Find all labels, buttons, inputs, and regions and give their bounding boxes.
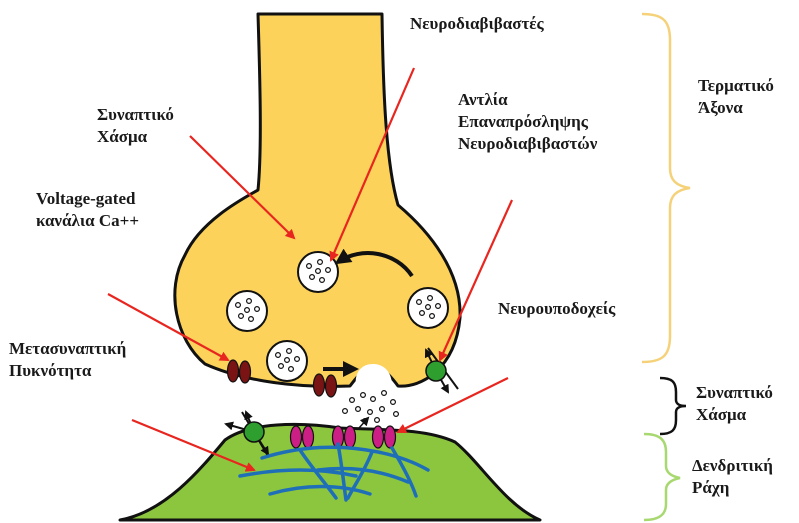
label-ca-channels: Voltage-gated κανάλια Ca++ (36, 188, 139, 232)
label-axon-terminal: Τερματικό Άξονα (698, 75, 774, 119)
label-synaptic-cleft-right: Συναπτικό Χάσμα (696, 382, 773, 426)
released-neurotransmitters (343, 391, 399, 424)
bracket-synaptic-cleft (660, 378, 686, 434)
label-dendritic-spine: Δενδριτική Ράχη (692, 455, 773, 499)
bracket-dendritic-spine (644, 434, 680, 520)
vesicle (227, 291, 267, 331)
axon-terminal-shape (175, 14, 460, 386)
label-synaptic-cleft-left: Συναπτικό Χάσμα (97, 104, 174, 148)
label-postsynaptic-density: Μετασυναπτική Πυκνότητα (9, 338, 126, 382)
label-neurotransmitters: Νευροδιαβιβαστές (410, 13, 544, 35)
arrow-receptors (398, 378, 508, 432)
vesicle (408, 288, 448, 328)
vesicle (267, 341, 307, 381)
bracket-axon-terminal (642, 14, 690, 362)
label-reuptake-pump: Αντλία Επαναπρόσληψης Νευροδιαβιβαστών (458, 89, 597, 155)
label-receptors: Νευρουποδοχείς (498, 298, 615, 320)
